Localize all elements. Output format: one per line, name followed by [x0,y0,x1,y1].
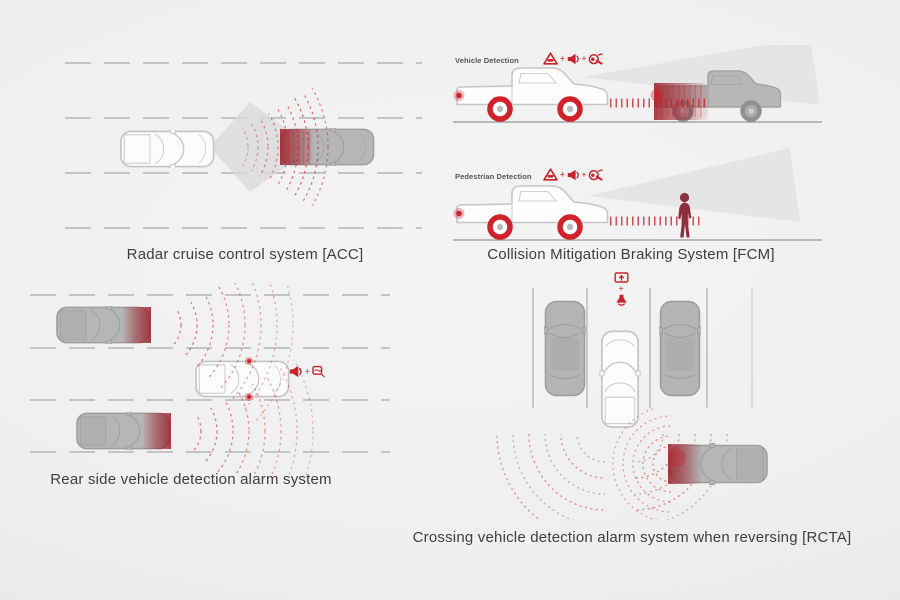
fcm-alert-icons: + + [543,52,604,65]
auto-brake-icon [588,168,604,181]
caption-rcta: Crossing vehicle detection alarm system … [412,529,852,546]
crossing-vehicle-waves [612,408,671,520]
rear-side-illustration [30,283,390,475]
plus-separator: + [581,53,587,63]
mirror-indicator-icon [311,365,325,378]
collision-warning-icon [543,52,558,65]
speaker-icon [567,53,579,64]
speaker-icon [567,169,579,180]
rear-side-alert-icons: + [289,365,325,378]
collision-warning-icon [543,168,558,181]
radar-waves [171,313,314,475]
road-lane-lines [30,294,390,453]
reversing-pickup-top [598,330,642,428]
radar-waves [151,283,294,468]
ego-pickup-side [454,68,608,119]
rcta-illustration [496,288,768,520]
fcm-alert-icons: + + [543,168,604,181]
speaker-down-icon [615,294,627,306]
parking-lines [532,288,753,408]
detection-highlight [142,413,171,449]
parked-suv-top [544,300,586,397]
ego-pickup-top [120,130,215,168]
caption-rear-side: Rear side vehicle detection alarm system [50,471,332,488]
vehicle-detection-label: Vehicle Detection [455,56,519,65]
pedestrian-detection-label: Pedestrian Detection [455,172,532,181]
caption-acc: Radar cruise control system [ACC] [126,246,364,263]
auto-brake-icon [588,52,604,65]
parked-suv-top [659,300,701,397]
speaker-icon [289,365,302,378]
monitor-arrow-icon [614,272,629,283]
rcta-alert-icons: + [598,271,644,307]
plus-separator: + [560,53,565,63]
ego-pickup-top [195,360,290,398]
caption-fcm: Collision Mitigation Braking System [FCM… [487,246,775,263]
plus-separator: + [618,284,624,293]
plus-separator: + [581,169,587,179]
plus-separator: + [560,169,565,179]
ego-pickup-side [454,186,608,237]
fcm-illustration [450,45,822,241]
detection-highlight [668,444,702,484]
radar-cone [210,102,312,192]
plus-separator: + [305,366,310,376]
acc-illustration [65,55,422,239]
detection-highlight [122,307,151,343]
camera-cone-pedestrian [588,148,800,222]
